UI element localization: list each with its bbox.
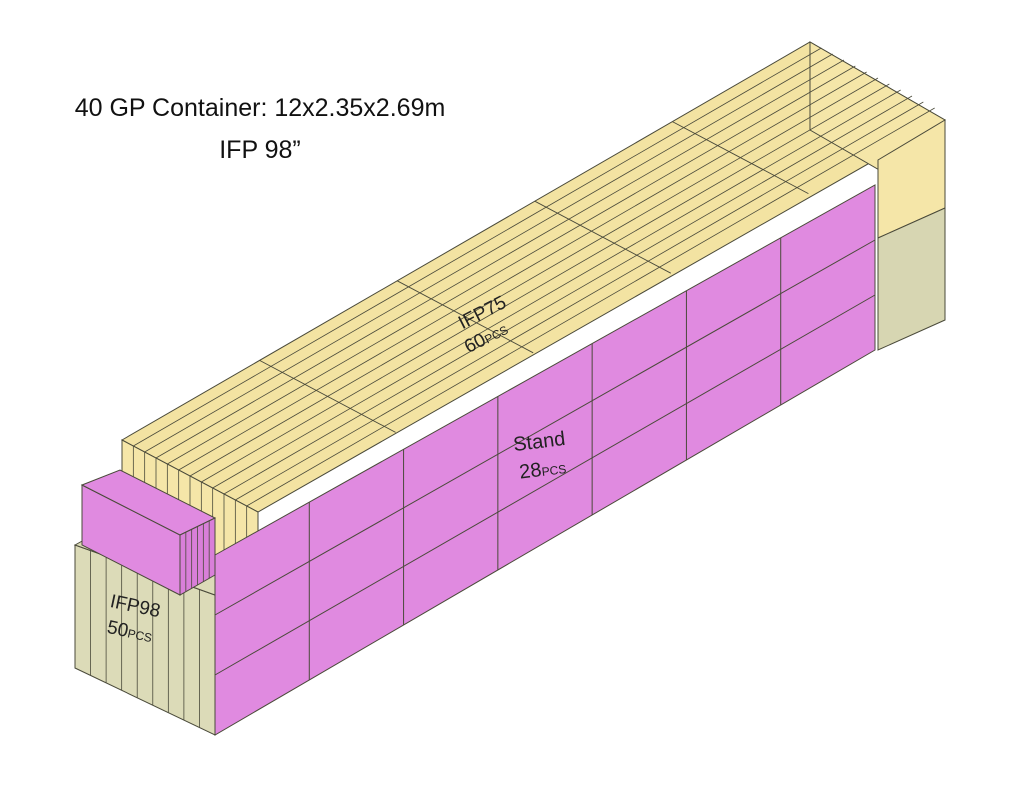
ifp75-strip-line — [133, 47, 822, 447]
ifp75-strip-line — [155, 59, 845, 459]
ifp98-panel-lines — [90, 550, 200, 728]
ifp75-strip-line — [246, 107, 935, 507]
diagram-title-container: 40 GP Container: 12x2.35x2.69m — [74, 94, 446, 122]
ifp75-strip-line — [144, 53, 833, 453]
stand-grid-row-line — [214, 239, 876, 616]
ifp98-count-number: 50 — [105, 617, 130, 642]
ifp98-end-face — [877, 207, 946, 351]
stand-count-unit: PCS — [541, 462, 567, 479]
ifp98-count-unit: PCS — [126, 626, 153, 645]
stand-small-stack-lines — [185, 520, 210, 592]
stand-grid-lines — [214, 237, 876, 680]
ifp75-strip-line — [235, 101, 924, 501]
stand-grid-row-line — [214, 294, 876, 676]
ifp98-count: 50PCS — [105, 617, 154, 647]
ifp75-strip-line — [212, 89, 901, 489]
stand-count-number: 28 — [518, 459, 543, 484]
ifp75-segment-line — [259, 360, 396, 433]
ifp75-strip-line — [167, 65, 856, 465]
ifp75-strip-line — [201, 83, 890, 483]
diagram-title-product: IFP 98” — [219, 136, 301, 164]
stand-count: 28PCS — [518, 456, 567, 484]
ifp75-strip-line — [223, 95, 913, 495]
ifp75-panel-lines — [132, 47, 935, 564]
ifp75-segment-line — [396, 280, 534, 354]
ifp75-segment-line — [534, 200, 672, 274]
ifp75-strip-line — [178, 71, 867, 471]
ifp75-strip-line — [189, 77, 879, 477]
ifp75-segment-line — [672, 121, 809, 194]
